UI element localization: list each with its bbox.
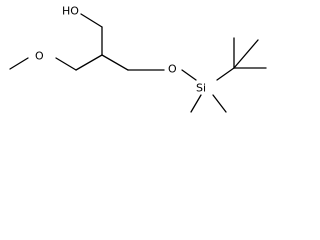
bond-si-cquat (216, 67, 235, 81)
bond-set (9, 13, 267, 113)
bond-ch-ch2-left (75, 54, 103, 71)
bond-ch-ch2-right (101, 54, 129, 71)
bond-oh-ch2 (80, 13, 103, 28)
atom-label-silicon: Si (196, 82, 206, 95)
bond-ch2-o-methoxy (55, 57, 77, 71)
atom-labels: HO O O Si (35, 5, 206, 95)
bond-o-ch3 (9, 57, 29, 70)
bond-cquat-methyl-diag (233, 39, 259, 69)
bond-o-si (181, 69, 197, 81)
bond-si-methyl-1 (190, 94, 202, 113)
bond-si-methyl-2 (212, 94, 227, 113)
atom-label-methoxy-oxygen: O (35, 50, 44, 63)
atom-label-silyl-oxygen: O (168, 63, 177, 76)
chemical-structure-diagram: HO O O Si (9, 5, 267, 113)
atom-label-hydroxyl: HO (62, 5, 79, 18)
